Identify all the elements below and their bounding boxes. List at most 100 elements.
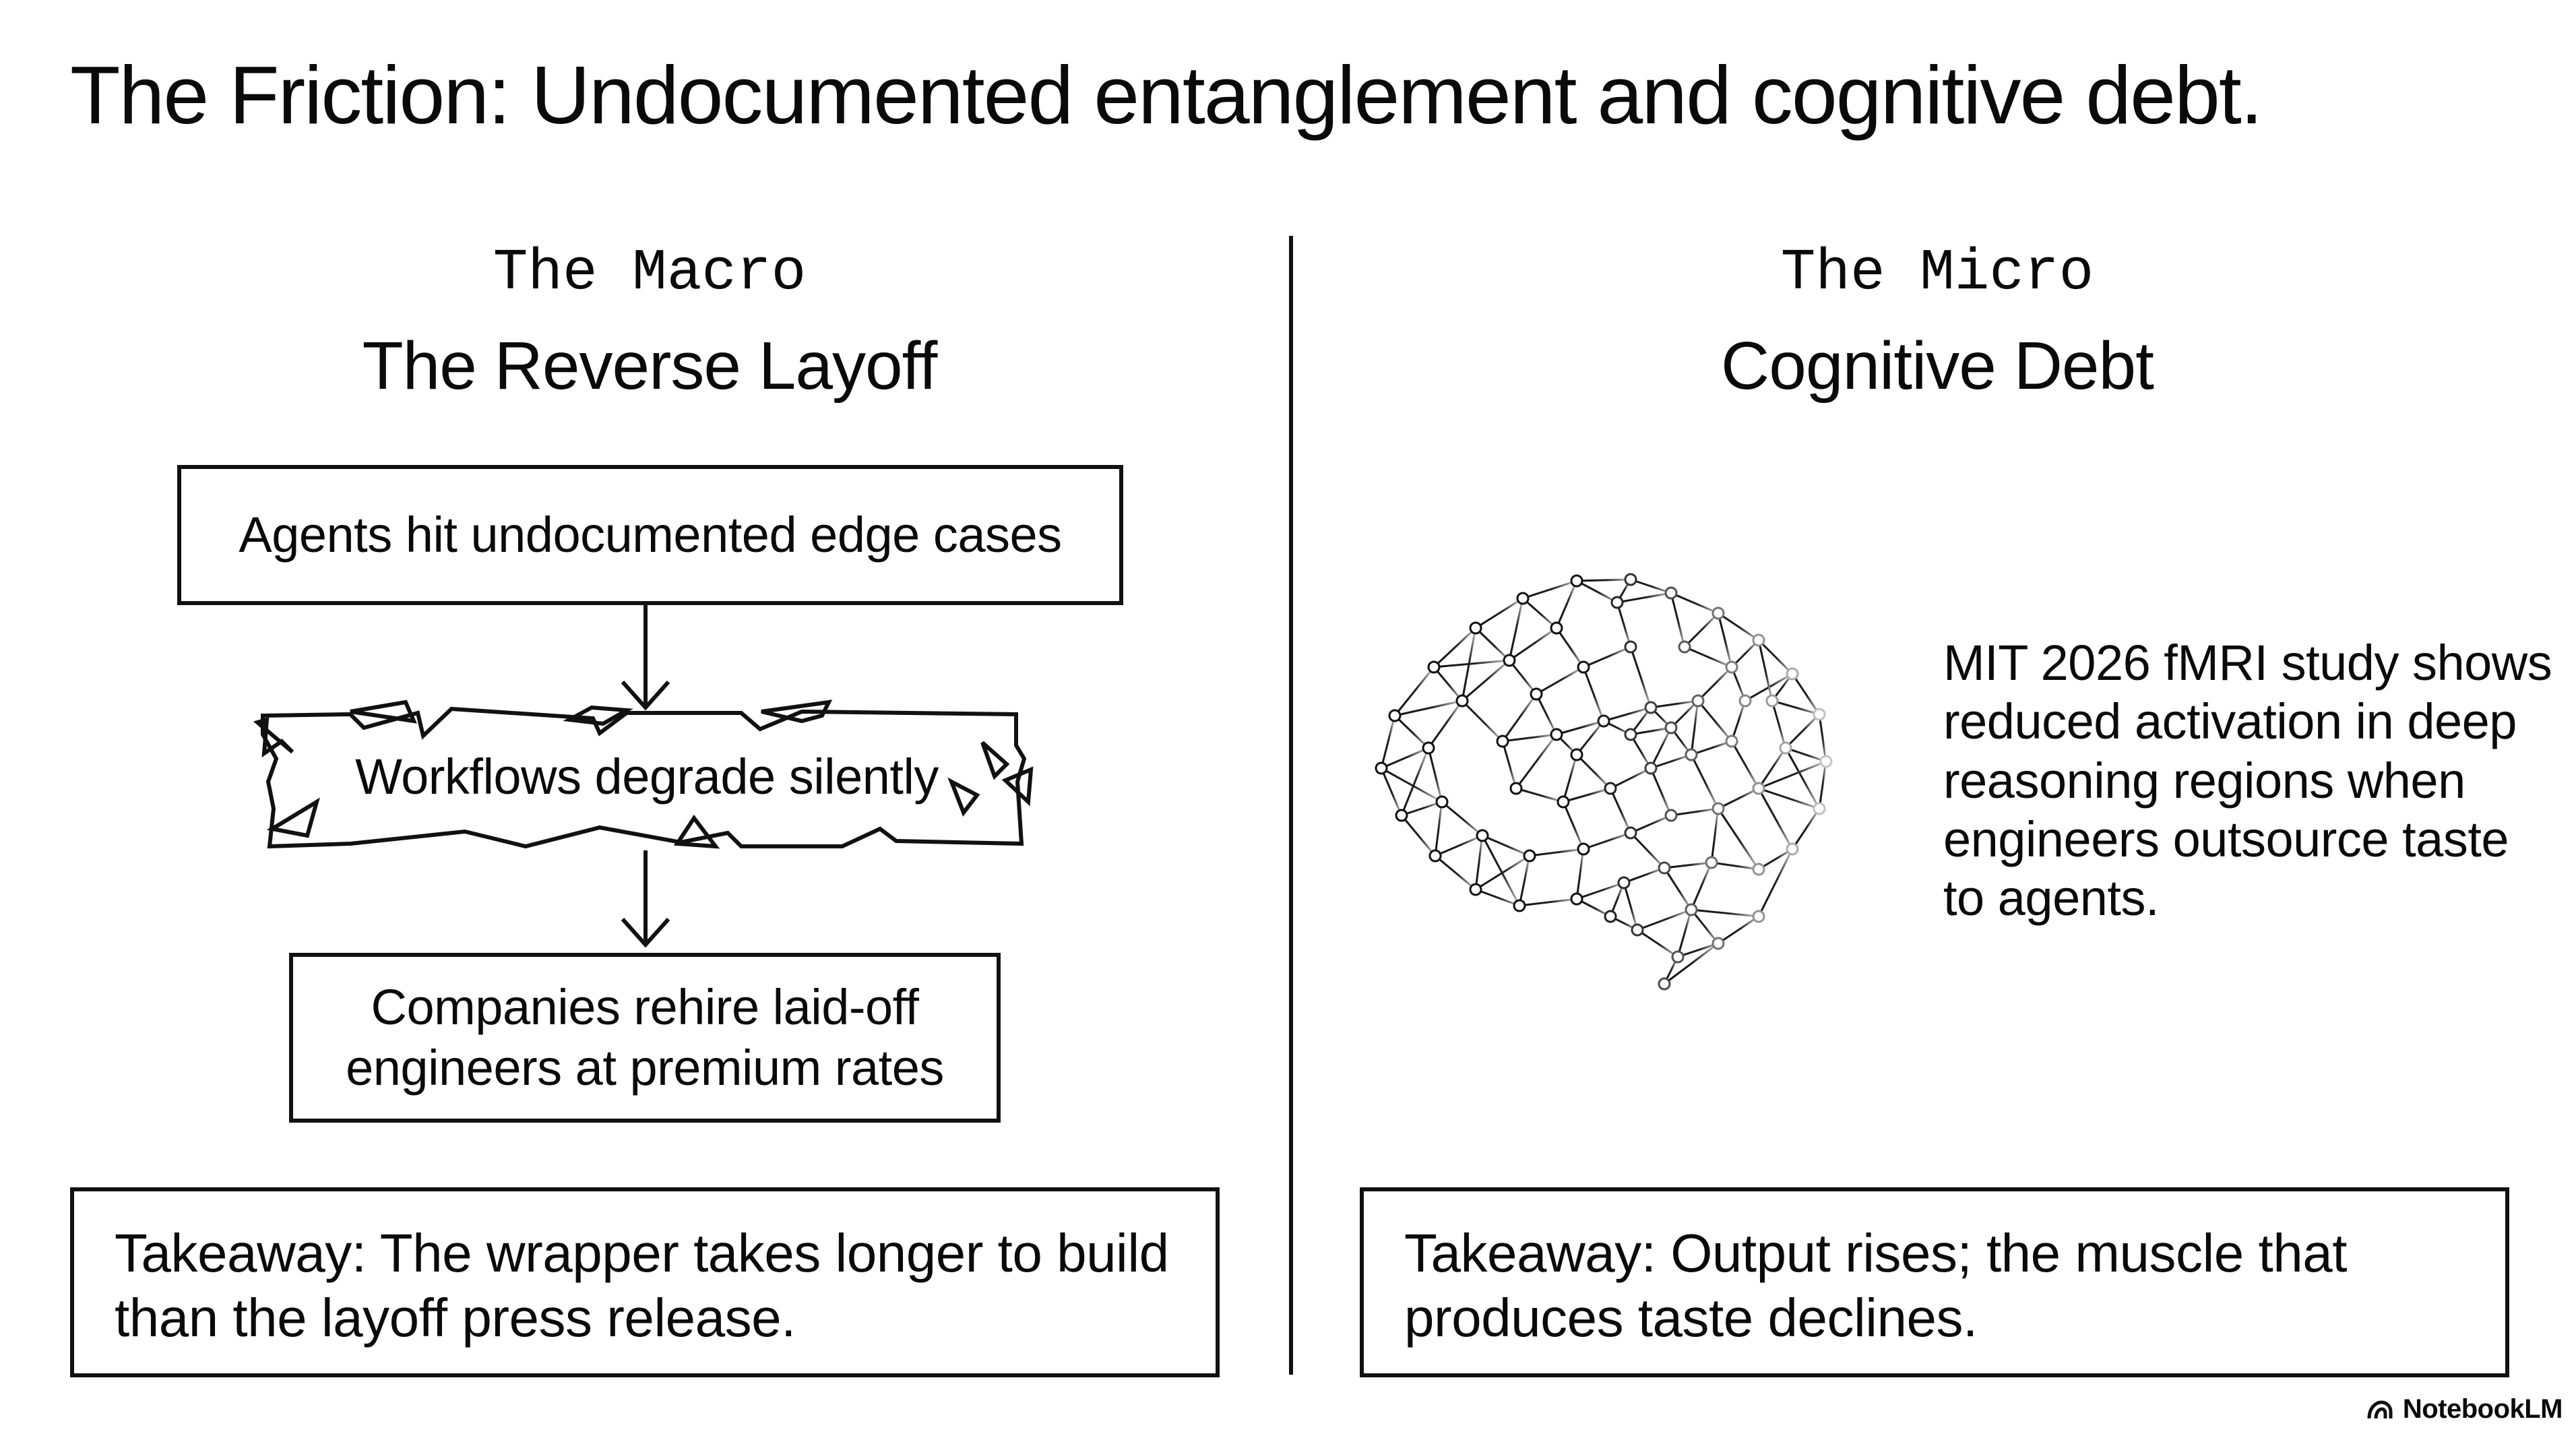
brain-edge bbox=[1791, 808, 1821, 850]
brain-edge bbox=[1637, 929, 1678, 958]
brain-edge bbox=[1677, 942, 1719, 958]
flow-step-rehire-label: Companies rehire laid-off engineers at p… bbox=[346, 978, 944, 1096]
brain-node bbox=[1509, 782, 1523, 795]
brain-node bbox=[1786, 842, 1799, 856]
brain-edge bbox=[1535, 693, 1558, 735]
brain-edge bbox=[1502, 733, 1557, 743]
brain-edge bbox=[1583, 646, 1631, 668]
brain-edge bbox=[1663, 867, 1693, 910]
brain-edge bbox=[1650, 753, 1692, 770]
brain-edge bbox=[1555, 580, 1578, 629]
brain-edge bbox=[1684, 646, 1732, 668]
brain-edge bbox=[1637, 908, 1692, 931]
brain-edge bbox=[1650, 699, 1699, 709]
study-description: MIT 2026 fMRI study shows reduced activa… bbox=[1943, 635, 2552, 927]
brain-edge bbox=[1771, 700, 1787, 749]
brain-edge bbox=[1757, 848, 1794, 917]
brain-node bbox=[1476, 829, 1489, 842]
brain-edge bbox=[1435, 834, 1483, 857]
flow-step-edge-cases-label: Agents hit undocumented edge cases bbox=[239, 506, 1062, 563]
brain-edge bbox=[1508, 598, 1524, 661]
brain-node bbox=[1765, 694, 1779, 708]
brain-edge bbox=[1575, 753, 1612, 790]
brain-node bbox=[1550, 728, 1563, 741]
brain-edge bbox=[1576, 578, 1631, 582]
brain-edge bbox=[1718, 915, 1759, 945]
brain-edge bbox=[1563, 787, 1611, 803]
brain-node bbox=[1570, 574, 1583, 588]
brain-node bbox=[1513, 899, 1526, 912]
brain-node bbox=[1604, 782, 1617, 795]
brain-node bbox=[1435, 795, 1449, 809]
brain-edge bbox=[1461, 699, 1504, 743]
brain-node bbox=[1752, 782, 1765, 795]
brain-node bbox=[1550, 621, 1563, 635]
brain-edge bbox=[1784, 747, 1821, 809]
brain-edge bbox=[1519, 898, 1577, 907]
brain-edge bbox=[1462, 659, 1510, 702]
brain-edge bbox=[1515, 734, 1558, 789]
brain-edge bbox=[1381, 747, 1429, 770]
brain-edge bbox=[1562, 754, 1578, 803]
brain-node bbox=[1395, 809, 1408, 822]
brain-edge bbox=[1609, 788, 1632, 834]
brain-node bbox=[1624, 728, 1637, 741]
brain-node bbox=[1469, 621, 1482, 635]
flow-step-degrade: Workflows degrade silently bbox=[355, 749, 939, 805]
flow-step-edge-cases: Agents hit undocumented edge cases bbox=[177, 465, 1123, 605]
brain-node bbox=[1557, 795, 1570, 809]
brain-node bbox=[1752, 633, 1765, 647]
brain-node bbox=[1503, 654, 1516, 667]
brain-edge bbox=[1630, 726, 1672, 736]
brain-edge bbox=[1758, 760, 1827, 790]
brain-node bbox=[1570, 892, 1583, 906]
brain-edge bbox=[1582, 666, 1605, 722]
flow-arrow-down-icon bbox=[621, 850, 670, 948]
brain-node bbox=[1786, 667, 1799, 681]
brain-edge bbox=[1575, 848, 1585, 900]
brain-node bbox=[1597, 714, 1610, 728]
brain-edge bbox=[1575, 720, 1605, 755]
brain-node bbox=[1725, 660, 1738, 674]
brain-node bbox=[1530, 687, 1543, 701]
brain-node bbox=[1658, 977, 1671, 991]
flow-step-rehire: Companies rehire laid-off engineers at p… bbox=[289, 953, 1001, 1123]
brain-edge bbox=[1771, 699, 1820, 716]
brain-edge bbox=[1691, 908, 1759, 918]
brain-node bbox=[1644, 701, 1658, 714]
brain-node bbox=[1664, 809, 1678, 822]
brain-edge bbox=[1474, 835, 1484, 890]
brain-node bbox=[1725, 734, 1738, 748]
brain-node bbox=[1428, 849, 1442, 863]
brain-edge bbox=[1501, 693, 1538, 742]
brain-edge bbox=[1381, 767, 1443, 803]
brain-edge bbox=[1536, 666, 1584, 695]
brain-node bbox=[1664, 586, 1678, 600]
brain-edge bbox=[1393, 666, 1435, 716]
brain-edge bbox=[1616, 592, 1672, 604]
brand-watermark: NotebookLM bbox=[2366, 1394, 2563, 1425]
brain-edge bbox=[1690, 862, 1713, 910]
brain-edge bbox=[1629, 734, 1652, 769]
brain-edge bbox=[1433, 666, 1464, 701]
brain-node bbox=[1664, 721, 1678, 734]
brain-node bbox=[1685, 748, 1698, 761]
brain-edge bbox=[1522, 580, 1577, 600]
brain-node bbox=[1678, 640, 1691, 654]
brain-edge bbox=[1717, 808, 1760, 870]
brain-edge bbox=[1529, 848, 1584, 857]
notebooklm-logo-icon bbox=[2367, 1400, 2393, 1418]
brain-edge bbox=[1400, 815, 1437, 856]
brain-node bbox=[1711, 802, 1725, 815]
brain-edge bbox=[1717, 613, 1733, 668]
macro-takeaway-box: Takeaway: The wrapper takes longer to bu… bbox=[70, 1187, 1220, 1377]
brain-edge bbox=[1515, 787, 1564, 803]
brain-node bbox=[1752, 910, 1765, 923]
brain-edge bbox=[1427, 700, 1464, 749]
brain-edge bbox=[1630, 814, 1672, 834]
brain-node bbox=[1779, 741, 1792, 755]
brain-edge bbox=[1670, 592, 1686, 648]
brain-node bbox=[1455, 694, 1469, 708]
brain-node bbox=[1388, 709, 1402, 722]
brain-edge bbox=[1629, 646, 1652, 708]
